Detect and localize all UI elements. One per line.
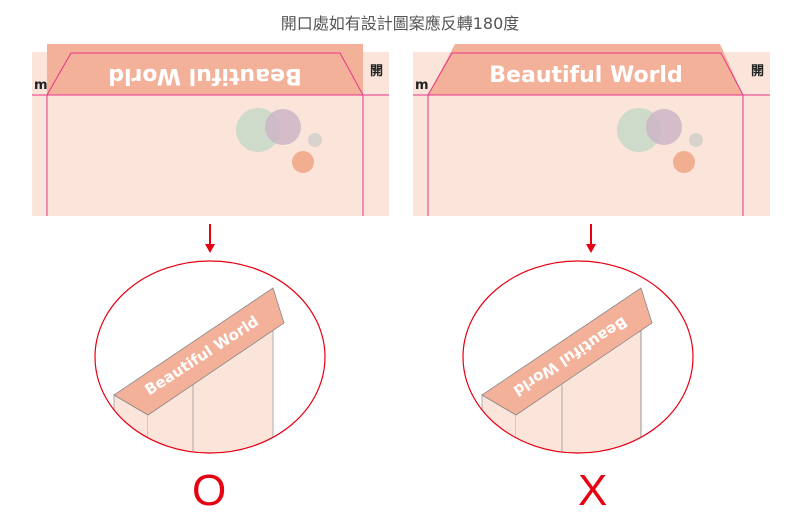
arrow-down-icon <box>586 224 596 253</box>
diagram-title: 開口處如有設計圖案應反轉180度 <box>280 14 520 33</box>
edge-label: m <box>34 78 48 93</box>
edge-label: 開 <box>751 64 764 79</box>
correct-zoom-view: Beautiful World <box>94 260 326 454</box>
edge-label: m <box>415 78 429 93</box>
correct-example-card: Beautiful World m 開 <box>32 44 389 216</box>
wrong-example-card: Beautiful World m 開 <box>413 44 770 216</box>
flap-text-rotated: Beautiful World <box>108 63 301 88</box>
edge-label: 開 <box>370 64 383 79</box>
flap <box>428 44 743 95</box>
flap-text: Beautiful World <box>489 63 682 88</box>
wrong-mark: X <box>578 466 608 515</box>
wrong-zoom-view: Beautiful World <box>462 260 694 454</box>
arrow-down-icon <box>205 224 215 253</box>
correct-mark: O <box>192 466 227 515</box>
